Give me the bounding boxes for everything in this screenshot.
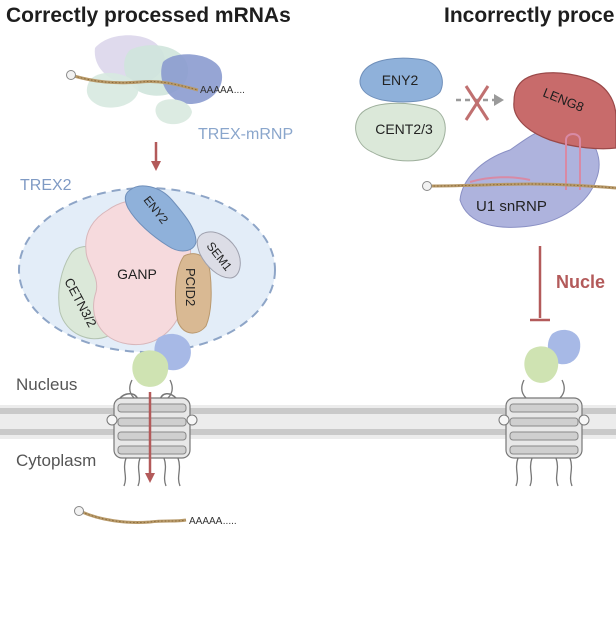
left-panel-title: Correctly processed mRNAs <box>6 4 291 27</box>
right-mrna-strand <box>422 176 616 191</box>
ganp-label: GANP <box>117 266 157 282</box>
docked-complex-right <box>524 329 581 383</box>
polya-tail-label: AAAAA <box>200 85 234 96</box>
nuclear-pore-right <box>498 379 590 487</box>
pcid2-label: PCID2 <box>183 268 198 306</box>
sem1-protein <box>196 231 241 279</box>
u1-snrnp-label: U1 snRNP <box>476 198 547 215</box>
polya-dots: ..... <box>231 85 245 96</box>
leng8-protein <box>513 72 616 150</box>
right-cent-protein <box>355 102 446 162</box>
nuclear-pore-left <box>106 379 198 487</box>
mrna-strand-cytoplasm <box>74 506 187 524</box>
mrna-strand-nuclear <box>66 70 199 92</box>
right-cent-label: CENT2/3 <box>375 121 433 137</box>
right-eny2-protein <box>359 57 443 103</box>
nucleus-label: Nucleus <box>16 375 77 394</box>
blocked-arrow-head <box>494 94 504 106</box>
nuclear-export-label: Nucle <box>556 272 605 292</box>
eny2-protein <box>124 185 197 252</box>
cytoplasm-polya-dots: ...... <box>220 516 237 527</box>
u1-snrnp-protein <box>459 125 600 228</box>
docked-mrnp-left <box>132 333 191 387</box>
trex-mrnp-label: TREX-mRNP <box>198 126 293 143</box>
cross-mark-icon <box>464 85 490 121</box>
right-panel-title: Incorrectly proce <box>444 4 615 27</box>
right-eny2-label: ENY2 <box>382 72 419 88</box>
trex-mrnp-complex <box>86 35 223 125</box>
cytoplasm-polya-label: AAAAA <box>189 516 223 527</box>
cytoplasm-label: Cytoplasm <box>16 451 96 470</box>
trex2-label: TREX2 <box>20 177 72 194</box>
rna-hairpin <box>565 133 581 190</box>
